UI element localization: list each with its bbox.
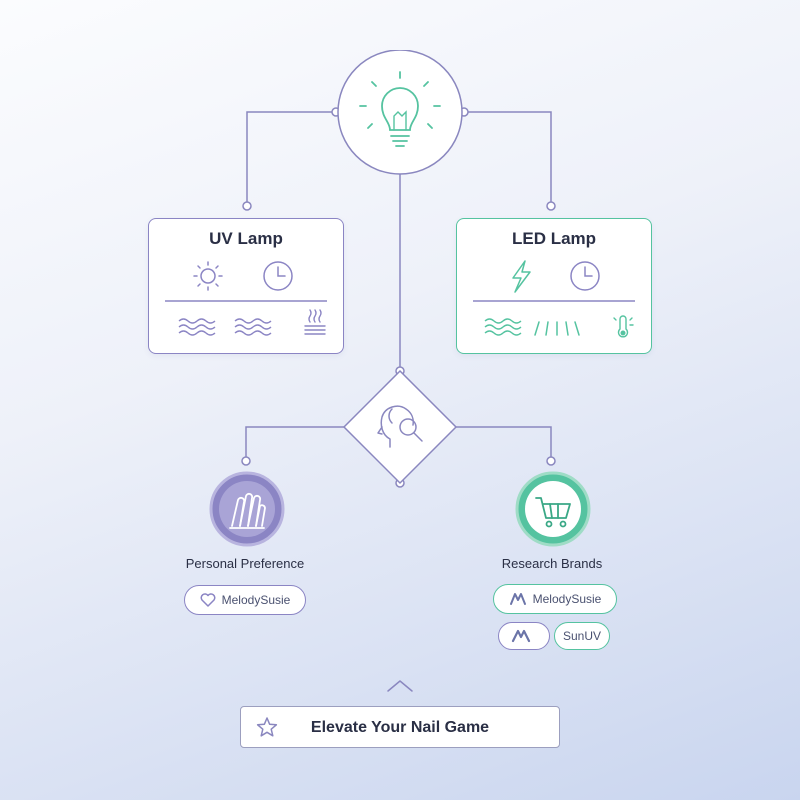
top-node bbox=[337, 50, 463, 175]
head-search-icon bbox=[377, 405, 423, 448]
cta-button[interactable]: Elevate Your Nail Game bbox=[240, 706, 560, 748]
waves-icon bbox=[484, 318, 522, 336]
personal-brand-chip[interactable]: MelodySusie bbox=[184, 585, 306, 615]
research-logo-chip[interactable] bbox=[498, 622, 550, 650]
chip-label: MelodySusie bbox=[221, 593, 291, 607]
clock-icon bbox=[263, 261, 293, 291]
chip-label: SunUV bbox=[562, 629, 602, 643]
research-node bbox=[515, 471, 591, 547]
heat-icon bbox=[304, 309, 326, 335]
research-brands-label: Research Brands bbox=[501, 556, 603, 571]
heart-icon bbox=[200, 593, 216, 607]
shopping-cart-icon bbox=[535, 497, 571, 528]
light-rays-icon bbox=[534, 321, 580, 336]
waves-icon bbox=[234, 318, 272, 336]
nail-hand-icon bbox=[229, 492, 266, 529]
chevron-up-icon[interactable] bbox=[386, 678, 414, 694]
research-brand-chip[interactable]: MelodySusie bbox=[493, 584, 617, 614]
personal-node bbox=[209, 471, 285, 547]
lightbulb-icon bbox=[359, 71, 441, 147]
research-sunuv-chip[interactable]: SunUV bbox=[554, 622, 610, 650]
star-icon bbox=[256, 717, 278, 737]
chip-label: MelodySusie bbox=[532, 592, 602, 606]
led-lamp-card: LED Lamp bbox=[456, 218, 652, 354]
waves-icon bbox=[178, 318, 216, 336]
cta-label: Elevate Your Nail Game bbox=[310, 719, 490, 736]
personal-preference-label: Personal Preference bbox=[185, 556, 305, 571]
brand-logo-icon bbox=[509, 593, 526, 605]
led-lamp-title: LED Lamp bbox=[511, 229, 597, 248]
thermometer-icon bbox=[613, 315, 634, 338]
lightning-icon bbox=[512, 260, 531, 293]
uv-lamp-card: UV Lamp bbox=[148, 218, 344, 354]
clock-icon bbox=[570, 261, 600, 291]
sun-icon bbox=[193, 261, 223, 291]
connector-dot bbox=[242, 201, 252, 211]
connector-dot bbox=[546, 456, 556, 466]
connector-dot bbox=[241, 456, 251, 466]
connector-dot bbox=[546, 201, 556, 211]
uv-lamp-title: UV Lamp bbox=[209, 229, 283, 248]
brand-logo-icon bbox=[511, 629, 531, 643]
decision-node bbox=[342, 369, 458, 485]
